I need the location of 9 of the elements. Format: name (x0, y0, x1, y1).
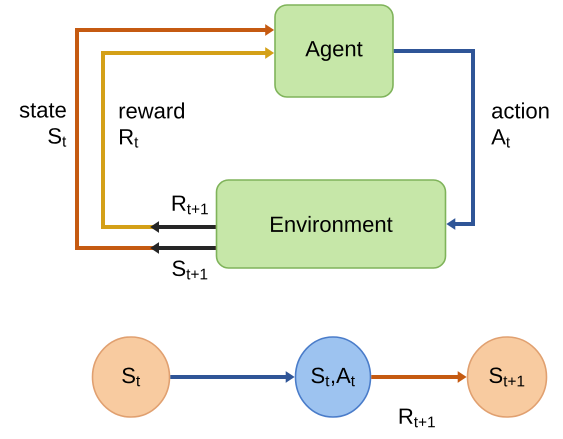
edge-label: R$_{t+1}$ (400, 408, 435, 428)
process-box: Agent (274, 4, 394, 98)
edge-label: reward R$_{t}$ (120, 102, 184, 148)
signal-label: S$_{t+1}$ (172, 260, 208, 280)
arrow (394, 49, 475, 230)
edge-label: action A$_{t}$ (491, 102, 548, 148)
edge-label: state S$_{t}$ (20, 103, 66, 147)
signal-label: R$_{t+1}$ (172, 196, 208, 214)
process-box: Environment (216, 179, 446, 269)
